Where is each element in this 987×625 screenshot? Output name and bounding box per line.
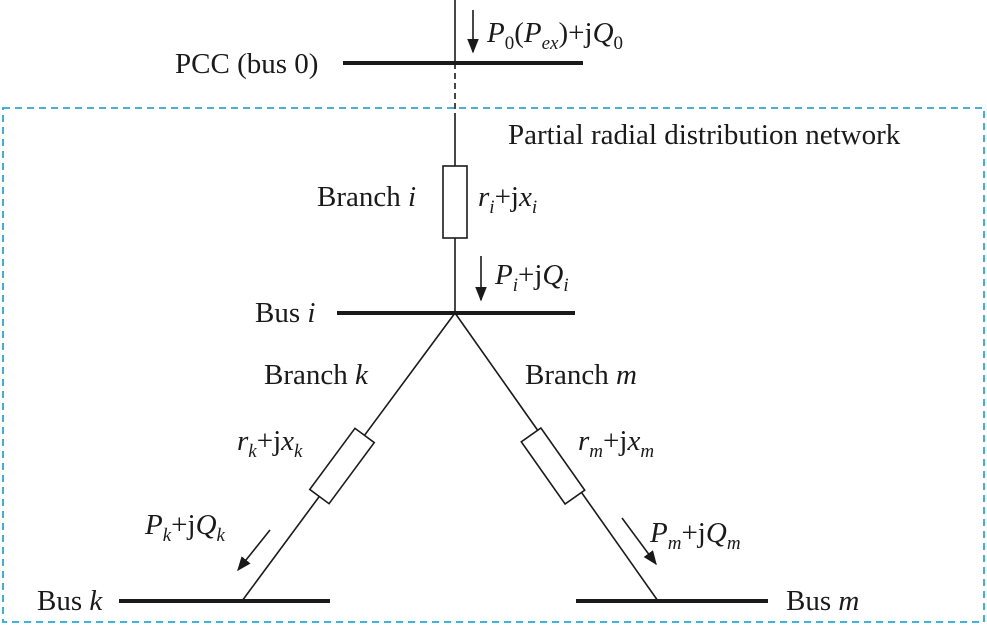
bus-i-flow-label: Pi+jQi [494, 259, 569, 296]
branch-k-impedance-box [308, 427, 376, 505]
branch-m-flow-label: Pm+jQm [649, 517, 741, 554]
bus-i-label: Bus i [255, 297, 315, 329]
network-label: Partial radial distribution network [508, 119, 901, 151]
pcc-flow-label: P0(Pex)+jQ0 [486, 17, 623, 54]
branch-k-label: Branch k [264, 359, 369, 391]
pcc-label: PCC (bus 0) [175, 48, 318, 80]
bus-m-label: Bus m [786, 585, 859, 617]
branch-k-impedance-label: rk+jxk [237, 425, 303, 462]
bus-k-label: Bus k [37, 585, 103, 617]
branch-m-label: Branch m [525, 359, 637, 391]
branch-k-flow-label: Pk+jQk [144, 509, 226, 546]
branch-k-flow-arrow [237, 529, 271, 572]
branch-m-flow-arrow [621, 517, 657, 566]
branch-m-impedance-label: rm+jxm [578, 425, 654, 462]
branch-m-impedance-box [520, 426, 586, 506]
branch-i-impedance-box [442, 165, 468, 239]
branch-i-label: Branch i [317, 181, 416, 213]
branch-i-impedance-label: ri+jxi [478, 181, 537, 218]
network-boundary-frame [2, 107, 985, 623]
